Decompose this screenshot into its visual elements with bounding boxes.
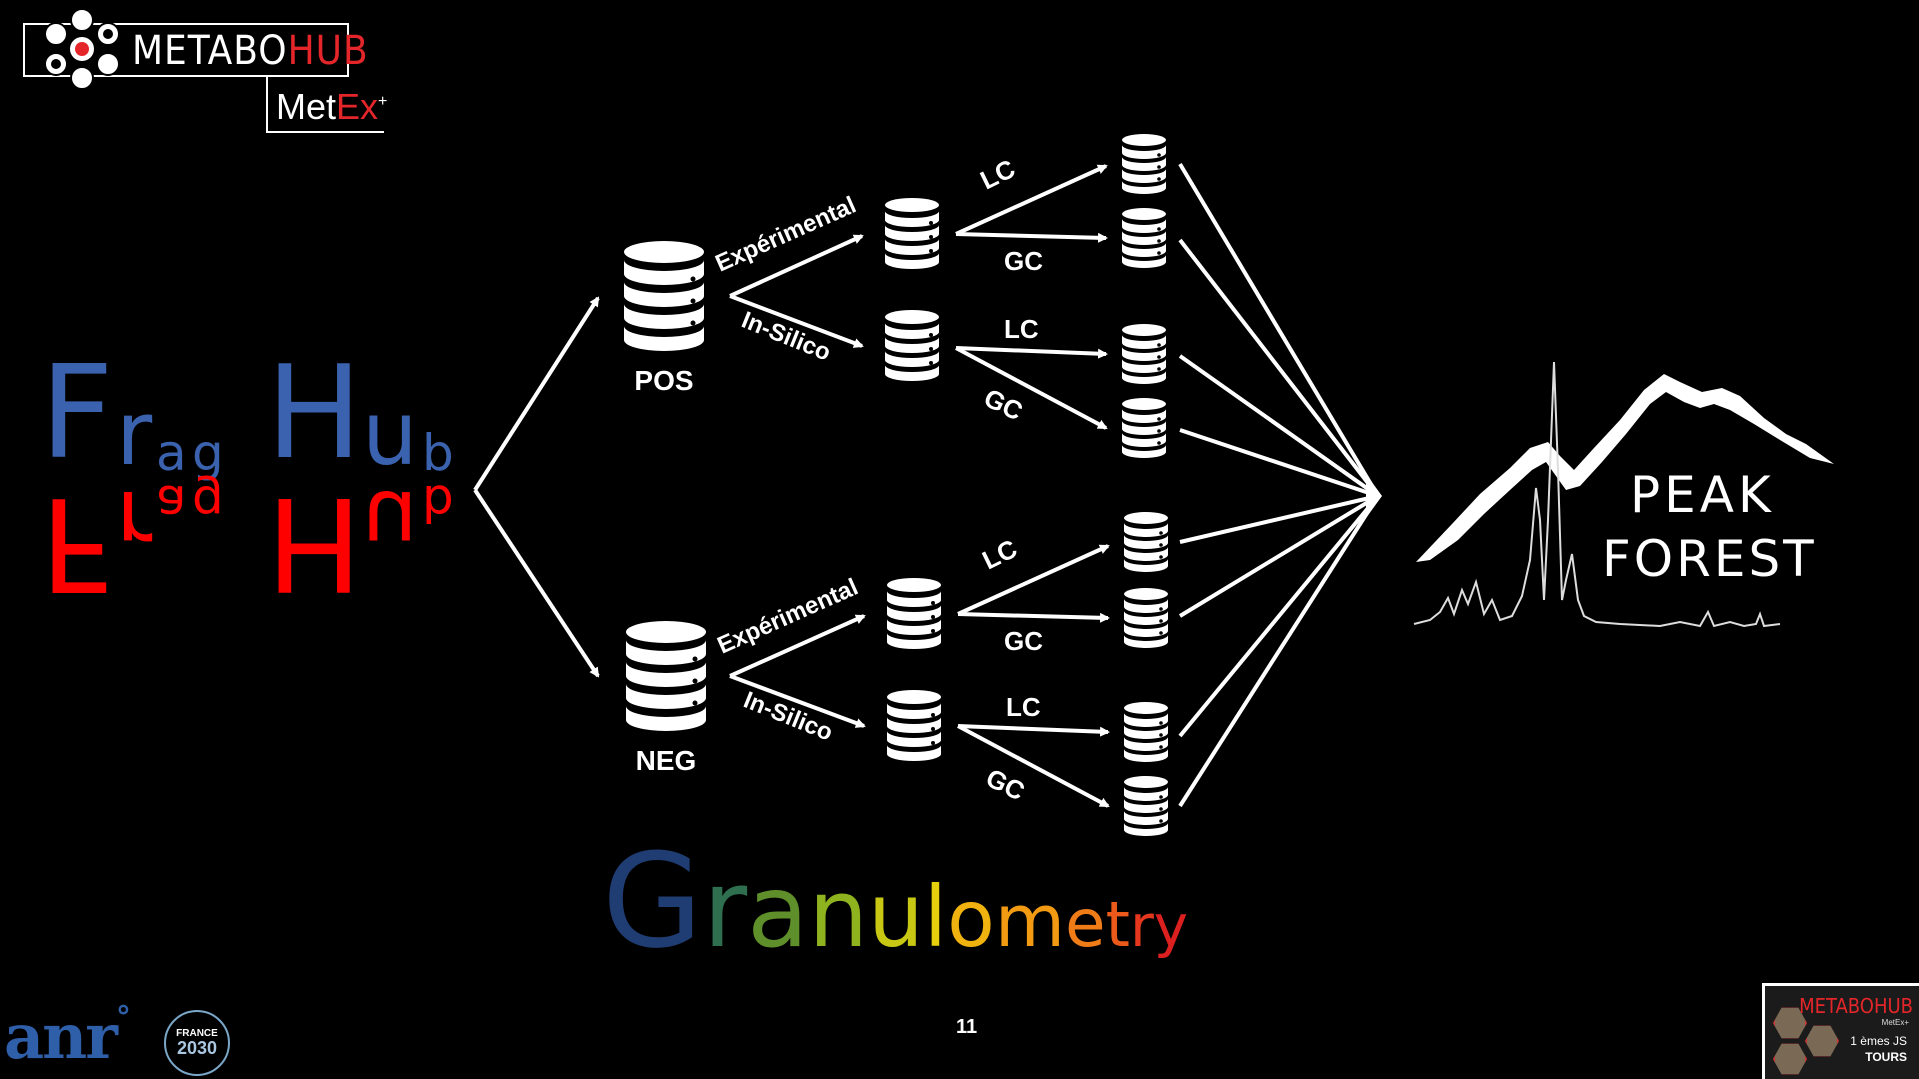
granulometry-letter: e bbox=[1065, 885, 1106, 962]
fraghub-letter: F bbox=[40, 339, 114, 488]
lc-label-3: LC bbox=[977, 533, 1022, 575]
pos-experimental-database-icon bbox=[885, 198, 939, 269]
event-badge: METABOHUB MetEx+ 1 èmes JS TOURS bbox=[1762, 983, 1919, 1079]
merge-line-5 bbox=[1179, 494, 1379, 544]
anr-mark: ° bbox=[115, 1000, 131, 1035]
fraghub-letter: b bbox=[422, 424, 454, 482]
granulometry-title: Granulometry bbox=[602, 825, 1188, 977]
metex-frame bbox=[266, 77, 384, 133]
granulometry-letter: t bbox=[1105, 888, 1130, 961]
fraghub-letter: a bbox=[156, 424, 187, 482]
page-number: 11 bbox=[956, 1016, 978, 1038]
logo-name-part1: METABO bbox=[132, 28, 288, 74]
metex-part2: Ex bbox=[336, 86, 379, 127]
merge-line-7 bbox=[1178, 494, 1380, 738]
neg-exp-lc-database-icon bbox=[1124, 512, 1168, 572]
arrow-to-neg bbox=[473, 488, 600, 678]
granulometry-letter: G bbox=[602, 825, 703, 977]
fraghub-letter: H bbox=[266, 339, 363, 488]
metex-part1: Met bbox=[276, 86, 337, 127]
arrow-to-pos bbox=[473, 296, 600, 492]
anr-logo: anr° bbox=[4, 1000, 131, 1073]
neg-insilico-lc-database-icon bbox=[1124, 702, 1168, 762]
pos-exp-lc-database-icon bbox=[1122, 134, 1166, 194]
merge-line-4 bbox=[1179, 428, 1379, 498]
granulometry-letter: y bbox=[1153, 892, 1189, 960]
fraghub-letter: u bbox=[362, 382, 418, 485]
metex-logo: MetEx+ bbox=[276, 82, 387, 127]
peakforest-logo: PEAK FOREST bbox=[1413, 361, 1834, 628]
gc-label-4: GC bbox=[981, 762, 1029, 806]
anr-text: anr bbox=[4, 1000, 118, 1073]
fraghub-letter: r bbox=[116, 382, 153, 485]
event-photo-3 bbox=[1773, 1043, 1807, 1075]
arrow-lc-4 bbox=[957, 724, 1110, 737]
pos-exp-gc-database-icon bbox=[1122, 208, 1166, 268]
merge-line-3 bbox=[1178, 354, 1380, 498]
pos-insilico-lc-database-icon bbox=[1122, 324, 1166, 384]
peakforest-spectrum-icon bbox=[1413, 361, 1781, 628]
france-text: FRANCE bbox=[176, 1028, 218, 1039]
granulometry-letter: n bbox=[808, 860, 869, 969]
metex-sup: + bbox=[378, 93, 388, 110]
merge-line-2 bbox=[1178, 238, 1380, 498]
pos-insilico-database-icon bbox=[885, 310, 939, 381]
peakforest-line1: PEAK bbox=[1630, 466, 1775, 524]
gc-label-1: GC bbox=[1004, 246, 1043, 276]
granulometry-letter: m bbox=[994, 879, 1066, 963]
arrow-gc-3 bbox=[957, 612, 1110, 623]
event-photo-2 bbox=[1805, 1025, 1839, 1057]
event-edition: 1 èmes JS bbox=[1850, 1034, 1907, 1048]
neg-exp-gc-database-icon bbox=[1124, 588, 1168, 648]
fraghub-letter: g bbox=[192, 424, 224, 482]
granulometry-letter: l bbox=[923, 868, 948, 966]
france-year: 2030 bbox=[176, 1038, 218, 1058]
gc-label-2: GC bbox=[979, 382, 1027, 426]
arrow-gc-4 bbox=[957, 724, 1110, 808]
granulometry-letter: a bbox=[747, 853, 809, 970]
event-city: TOURS bbox=[1865, 1050, 1907, 1064]
gc-label-3: GC bbox=[1004, 626, 1043, 656]
pos-label: POS bbox=[634, 365, 693, 396]
arrow-pos-experimental bbox=[729, 234, 864, 298]
event-subtitle: MetEx+ bbox=[1881, 1018, 1909, 1027]
metabohub-logo-text: METABOHUB bbox=[132, 27, 369, 75]
france-2030-logo: FRANCE 2030 bbox=[164, 1010, 230, 1076]
arrow-gc-2 bbox=[955, 346, 1108, 430]
granulometry-letter: u bbox=[868, 864, 924, 967]
lc-label-4: LC bbox=[1006, 692, 1041, 722]
lc-label-1: LC bbox=[975, 153, 1020, 195]
neg-experimental-database-icon bbox=[887, 578, 941, 649]
arrow-lc-1 bbox=[955, 164, 1108, 236]
neg-database-icon bbox=[626, 621, 706, 731]
granulometry-letter: r bbox=[702, 847, 748, 972]
granulometry-letter: r bbox=[1129, 892, 1154, 960]
neg-insilico-database-icon bbox=[887, 690, 941, 761]
merge-line-8 bbox=[1178, 494, 1380, 808]
metabohub-molecule-icon bbox=[44, 8, 120, 90]
arrow-neg-insilico bbox=[729, 674, 866, 728]
granulometry-letter: o bbox=[947, 875, 995, 965]
neg-experimental-label: Expérimental bbox=[713, 574, 862, 660]
arrow-lc-2 bbox=[955, 346, 1108, 359]
neg-label: NEG bbox=[636, 745, 697, 776]
logo-name-part2: HUB bbox=[287, 28, 369, 74]
metabohub-logo-frame bbox=[23, 23, 349, 77]
neg-insilico-label: In-Silico bbox=[740, 687, 837, 747]
merge-arrow-head bbox=[1366, 474, 1382, 518]
peakforest-line2: FOREST bbox=[1602, 530, 1817, 588]
merge-line-1 bbox=[1178, 162, 1380, 498]
arrow-neg-experimental bbox=[729, 614, 866, 678]
pos-experimental-label: Expérimental bbox=[711, 192, 860, 278]
lc-label-2: LC bbox=[1004, 314, 1039, 344]
arrow-gc-1 bbox=[955, 232, 1108, 243]
arrow-pos-insilico bbox=[729, 294, 864, 348]
pos-insilico-gc-database-icon bbox=[1122, 398, 1166, 458]
merge-line-6 bbox=[1178, 494, 1380, 618]
pos-database-icon bbox=[624, 241, 704, 351]
arrow-lc-3 bbox=[957, 544, 1110, 616]
event-title: METABOHUB bbox=[1799, 994, 1913, 1018]
